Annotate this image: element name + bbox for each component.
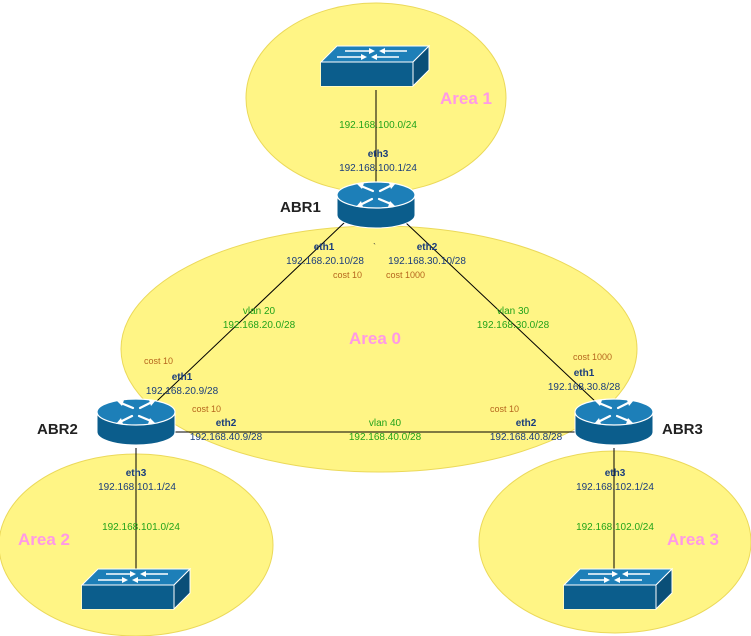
abr3-eth1-ip: 192.168.30.8/28 [548, 382, 621, 393]
abr3-eth2-name: eth2 [516, 418, 537, 429]
abr3-eth1-name: eth1 [574, 368, 595, 379]
switch-area1-icon [320, 45, 430, 87]
abr1-eth3-ip: 192.168.100.1/24 [339, 163, 417, 174]
vlan40-name: vlan 40 [369, 418, 402, 429]
abr3-eth2-ip: 192.168.40.8/28 [490, 432, 563, 443]
links [135, 90, 616, 570]
abr1-eth1-ip: 192.168.20.10/28 [286, 256, 364, 267]
area-3-ellipse [478, 450, 751, 634]
area-3-label: Area 3 [667, 530, 719, 549]
router-abr1-label: ABR1 [280, 199, 321, 216]
abr2-eth3-name: eth3 [126, 468, 147, 479]
abr1-eth1-cost: cost 10 [333, 270, 362, 280]
abr2-eth3-ip: 192.168.101.1/24 [98, 482, 176, 493]
switch-area3-icon [563, 568, 673, 610]
router-abr2-icon [95, 397, 177, 447]
vlan30-subnet: 192.168.30.0/28 [477, 320, 550, 331]
area-2-label: Area 2 [18, 530, 70, 549]
area-0-label: Area 0 [349, 329, 401, 348]
router-abr3-icon [573, 397, 655, 447]
abr3-eth3-ip: 192.168.102.1/24 [576, 482, 654, 493]
network-100-label: 192.168.100.0/24 [339, 120, 417, 131]
link-abr1-abr2 [136, 221, 346, 421]
abr1-eth2-name: eth2 [417, 242, 438, 253]
network-101-label: 192.168.101.0/24 [102, 522, 180, 533]
abr1-eth1-name: eth1 [314, 242, 335, 253]
vlan20-subnet: 192.168.20.0/28 [223, 320, 296, 331]
vlan20-name: vlan 20 [243, 306, 276, 317]
network-102-label: 192.168.102.0/24 [576, 522, 654, 533]
abr1-eth2-cost: cost 1000 [386, 270, 425, 280]
abr1-eth2-ip: 192.168.30.10/28 [388, 256, 466, 267]
abr2-eth1-ip: 192.168.20.9/28 [146, 386, 219, 397]
router-abr1-icon [335, 180, 417, 230]
abr2-eth2-ip: 192.168.40.9/28 [190, 432, 263, 443]
router-abr2-label: ABR2 [37, 421, 78, 438]
vlan30-name: vlan 30 [497, 306, 530, 317]
abr2-eth1-name: eth1 [172, 372, 193, 383]
abr1-tick-mark: ` [373, 242, 376, 252]
vlan40-subnet: 192.168.40.0/28 [349, 432, 422, 443]
abr2-eth2-cost: cost 10 [192, 404, 221, 414]
abr1-eth3-name: eth3 [368, 149, 389, 160]
area-1-label: Area 1 [440, 89, 492, 108]
abr3-eth2-cost: cost 10 [490, 404, 519, 414]
link-abr1-abr3 [404, 221, 616, 421]
abr2-eth1-cost: cost 10 [144, 356, 173, 366]
abr3-eth3-name: eth3 [605, 468, 626, 479]
switch-area2-icon [81, 568, 191, 610]
router-abr3-label: ABR3 [662, 421, 703, 438]
abr3-eth1-cost: cost 1000 [573, 352, 612, 362]
abr2-eth2-name: eth2 [216, 418, 237, 429]
